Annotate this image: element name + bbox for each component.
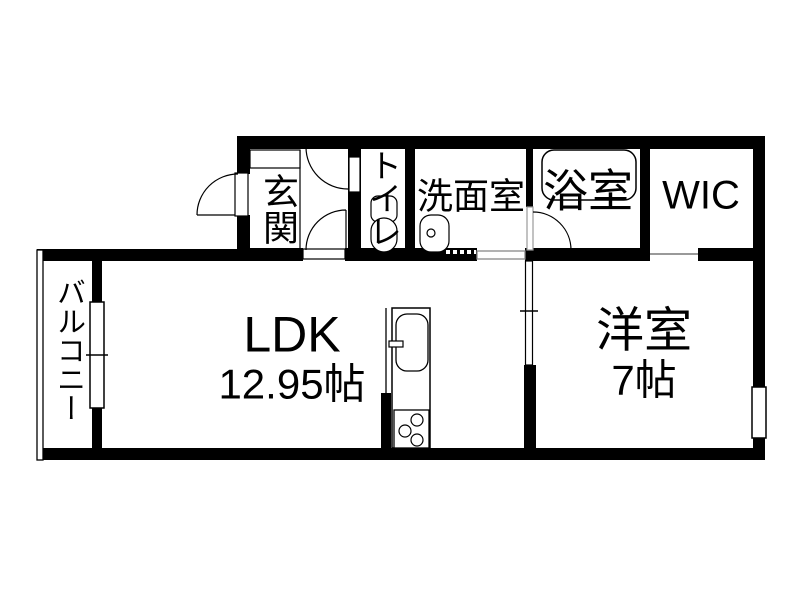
wall-top xyxy=(237,136,765,149)
bathroom-door-frame xyxy=(526,206,534,251)
ldk-name: LDK xyxy=(243,306,341,363)
walls xyxy=(37,136,765,460)
wall-upper-bottom-mid xyxy=(345,248,477,261)
toilet-door-leaf xyxy=(348,156,361,193)
toilet-bowl xyxy=(370,217,398,253)
entry-door-leaf xyxy=(234,172,249,217)
wall-wic-bottom xyxy=(698,248,765,261)
washroom-sliding-door-leaf xyxy=(476,250,526,260)
wall-right xyxy=(753,136,765,460)
room-label-washroom: 洗面室 xyxy=(416,175,526,217)
stove-burner-3 xyxy=(410,433,424,447)
kitchen-faucet xyxy=(388,340,404,348)
room-label-ldk: LDK 12.95帖 xyxy=(218,307,365,406)
entry-door-arc xyxy=(196,173,239,216)
balcony-railing xyxy=(36,249,44,461)
door-arcs xyxy=(196,146,572,251)
room-label-toilet: トイレ xyxy=(364,148,402,248)
stove-burner-1 xyxy=(410,413,424,427)
western-room-window xyxy=(751,386,767,439)
ldk-door-leaf xyxy=(302,248,346,260)
wall-washroom-bathroom xyxy=(526,136,533,207)
bathroom-door-arc xyxy=(532,211,572,251)
wall-bottom xyxy=(37,448,765,460)
ldk-western-sliding-door xyxy=(524,260,534,366)
ldk-size: 12.95帖 xyxy=(218,360,366,408)
western-size: 7帖 xyxy=(611,356,677,404)
room-label-balcony: バルコニー xyxy=(52,277,85,423)
wall-genkan-bottom xyxy=(237,248,303,261)
ldk-door-arc xyxy=(305,209,347,251)
shoe-cabinet xyxy=(249,149,301,169)
room-label-genkan: 玄関 xyxy=(258,173,299,245)
fixtures xyxy=(249,149,637,449)
windows xyxy=(89,260,767,439)
western-name: 洋室 xyxy=(595,304,693,358)
wall-balcony-upper xyxy=(92,249,102,302)
wall-upper-bottom-right xyxy=(525,248,650,261)
bathtub xyxy=(541,149,637,201)
wall-ldk-top xyxy=(37,249,250,261)
wall-ldk-western xyxy=(524,365,536,448)
wall-hall-toilet xyxy=(348,136,361,261)
toilet-door-arc xyxy=(305,146,349,190)
wall-entry-above-door xyxy=(237,136,250,174)
room-label-western: 洋室 7帖 xyxy=(595,304,693,404)
washroom-sink-drain xyxy=(426,228,436,238)
room-label-wic: WIC xyxy=(662,173,740,218)
door-leaves xyxy=(234,156,361,260)
wall-kitchen-stub xyxy=(381,393,391,448)
stove-burner-2 xyxy=(398,424,412,438)
wall-toilet-washroom xyxy=(405,136,415,261)
wall-balcony-lower xyxy=(92,408,102,460)
wall-bathroom-wic xyxy=(640,136,650,261)
room-label-bathroom: 浴室 xyxy=(542,165,634,217)
